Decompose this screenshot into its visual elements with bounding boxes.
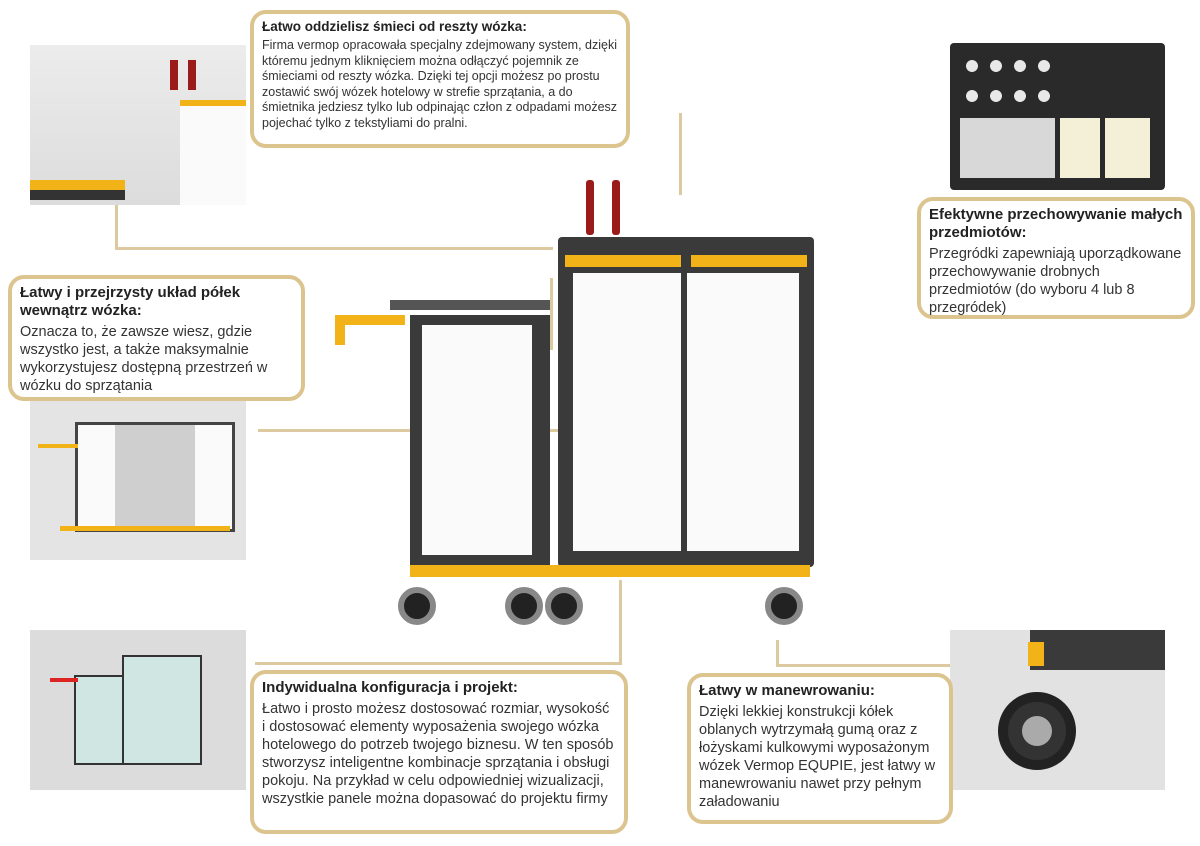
connector-line — [255, 662, 622, 665]
callout-text: Oznacza to, że zawsze wiesz, gdzie wszys… — [20, 324, 268, 394]
photo-custom-design — [30, 630, 246, 790]
photo-small-items-tray — [950, 43, 1165, 190]
callout-text: Łatwo i prosto możesz dostosować rozmiar… — [262, 701, 614, 807]
callout-title: Łatwy i przejrzysty układ półek wewnątrz… — [20, 284, 241, 319]
connector-line — [619, 580, 622, 665]
connector-line — [550, 278, 553, 350]
connector-line — [776, 640, 779, 667]
callout-maneuverability: Łatwy w manewrowaniu: Dzięki lekkiej kon… — [687, 673, 953, 824]
connector-line — [115, 205, 118, 250]
callout-shelf-layout: Łatwy i przejrzysty układ półek wewnątrz… — [8, 275, 305, 401]
callout-title: Efektywne przechowywanie małych przedmio… — [929, 206, 1183, 241]
callout-separate-waste: Łatwo oddzielisz śmieci od reszty wózka:… — [250, 10, 630, 148]
connector-line — [776, 664, 952, 667]
photo-detach-bin — [30, 45, 246, 205]
photo-wheel — [950, 630, 1165, 790]
callout-text: Przegródki zapewniają uporządkowane prze… — [929, 246, 1182, 316]
callout-custom-config: Indywidualna konfiguracja i projekt: Łat… — [250, 670, 628, 834]
photo-shelf-layout — [30, 400, 246, 560]
callout-title: Łatwo oddzielisz śmieci od reszty wózka: — [262, 19, 527, 34]
connector-line — [115, 247, 553, 250]
callout-text: Dzięki lekkiej konstrukcji kółek oblanyc… — [699, 704, 936, 810]
main-cart-image — [330, 175, 820, 635]
callout-title: Indywidualna konfiguracja i projekt: — [262, 679, 518, 696]
callout-title: Łatwy w manewrowaniu: — [699, 682, 875, 699]
callout-text: Firma vermop opracowała specjalny zdejmo… — [262, 38, 618, 130]
connector-line — [679, 113, 682, 195]
callout-small-items: Efektywne przechowywanie małych przedmio… — [917, 197, 1195, 319]
